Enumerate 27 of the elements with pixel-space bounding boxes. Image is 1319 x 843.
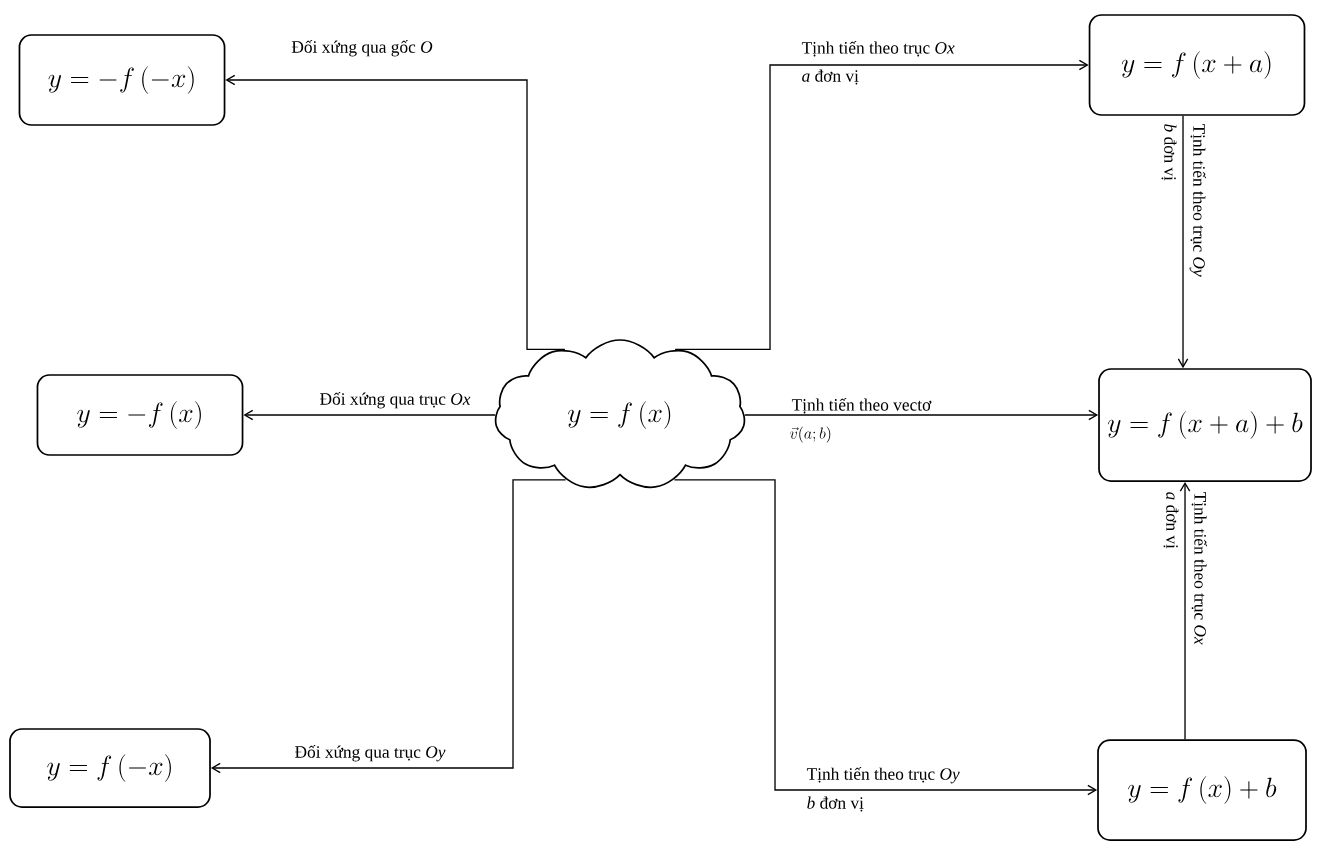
arrow (673, 479, 1098, 796)
edge-label: Tịnh tiến theo trục Ox (1191, 491, 1208, 645)
arrow (210, 479, 567, 774)
edge-label: Tịnh tiến theo trục Ox (801, 41, 955, 57)
edge-label: Đối xứng qua trục Ox (320, 392, 471, 409)
edge-label: Tịnh tiến theo trục Oy (806, 767, 960, 784)
edge-label: Tịnh tiến theo trục Oy (1189, 123, 1206, 277)
distance-label: b đơn vị (807, 796, 864, 812)
distance-label: a đơn vị (802, 69, 859, 85)
formula-box: $y=f\left(x+a\right)$ (1088, 14, 1306, 116)
formula-box: $y=f\left(x\right)+b$ (1097, 739, 1307, 841)
distance-label: a đơn vị (1163, 492, 1179, 549)
edge-label: Đối xứng qua gốc O (291, 40, 433, 57)
arrow (744, 409, 1099, 421)
formula-box: $y=-f\left(-x\right)$ (18, 34, 226, 126)
formula-box: $y=f\left(-x\right)$ (9, 728, 211, 808)
arrow (674, 59, 1089, 351)
edge-label: Tịnh tiến theo vectơ (791, 398, 932, 414)
arrow (1177, 115, 1189, 369)
arrow (225, 74, 566, 351)
edge-label: Đối xứng qua trục Oy (295, 745, 446, 762)
arrow (1179, 481, 1191, 740)
formula-label: $\vec{v}(a;b)$ (790, 426, 831, 443)
formula-box: $y=-f\left(x\right)$ (36, 374, 244, 456)
distance-label: b đơn vị (1161, 124, 1177, 181)
formula-box: $y=f\left(x+a\right)+b$ (1098, 368, 1312, 482)
arrow (243, 409, 496, 421)
